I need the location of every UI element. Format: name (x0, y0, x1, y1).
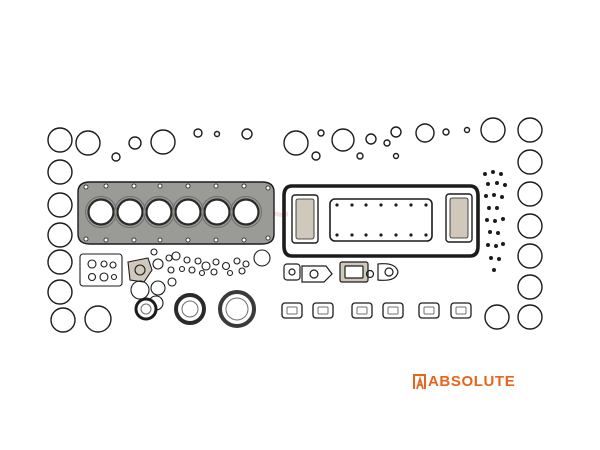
left-o-rings (47, 127, 112, 333)
brand-name: ABSOLUTE (428, 373, 516, 390)
valve-cover-gasket (282, 184, 480, 258)
crankshaft-seals (134, 290, 256, 328)
brand-logo: ABSOLUTE (413, 372, 515, 392)
right-o-rings (484, 117, 543, 330)
exhaust-manifold-gaskets (281, 302, 472, 319)
top-left-o-rings (75, 128, 253, 162)
small-seal-dots (483, 170, 507, 272)
misc-gaskets (283, 261, 399, 283)
top-right-o-rings (283, 117, 506, 161)
logo-a-icon (413, 374, 426, 390)
cylinder-head-gasket (77, 181, 275, 245)
